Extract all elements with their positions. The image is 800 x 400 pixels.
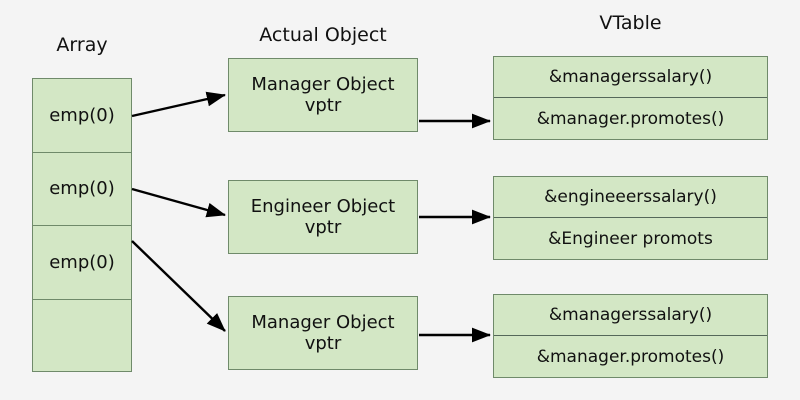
column-title-actual-object: Actual Object [259,24,387,46]
object-label-vptr: vptr [304,217,342,238]
vtable-box-manager-2: &managerssalary() &manager.promotes() [493,294,768,378]
object-label-vptr: vptr [304,95,342,116]
object-box-engineer: Engineer Object vptr [228,180,418,254]
column-title-array: Array [56,34,108,56]
vtable-entry-salary: &managerssalary() [494,57,767,98]
arrow-array1-to-object1 [131,187,226,218]
object-label-vptr: vptr [304,333,342,354]
vtable-entry-promotes: &manager.promotes() [536,108,725,129]
vtable-entry-salary: &managerssalary() [494,295,767,336]
object-label-line1: Manager Object [251,73,395,95]
arrow-array0-to-object0 [131,91,226,118]
array-cell-3 [33,300,131,374]
object-label-line1: Manager Object [251,311,395,333]
object-label-line1: Engineer Object [250,195,396,217]
array-box: emp(0) emp(0) emp(0) [32,78,132,372]
vtable-entry-promotes: &Engineer promots [548,228,713,249]
array-cell-1: emp(0) [33,153,131,226]
vtable-box-manager-1: &managerssalary() &manager.promotes() [493,56,768,140]
array-cell-2: emp(0) [33,226,131,300]
vtable-box-engineer: &engineeerssalary() &Engineer promots [493,176,768,260]
array-cell-0: emp(0) [33,79,131,153]
object-box-manager-1: Manager Object vptr [228,58,418,132]
object-box-manager-2: Manager Object vptr [228,296,418,370]
arrow-array2-to-object2 [131,240,226,332]
column-title-vtable: VTable [599,12,662,34]
vtable-entry-salary: &engineeerssalary() [494,177,767,218]
vtable-entry-promotes: &manager.promotes() [536,346,725,367]
